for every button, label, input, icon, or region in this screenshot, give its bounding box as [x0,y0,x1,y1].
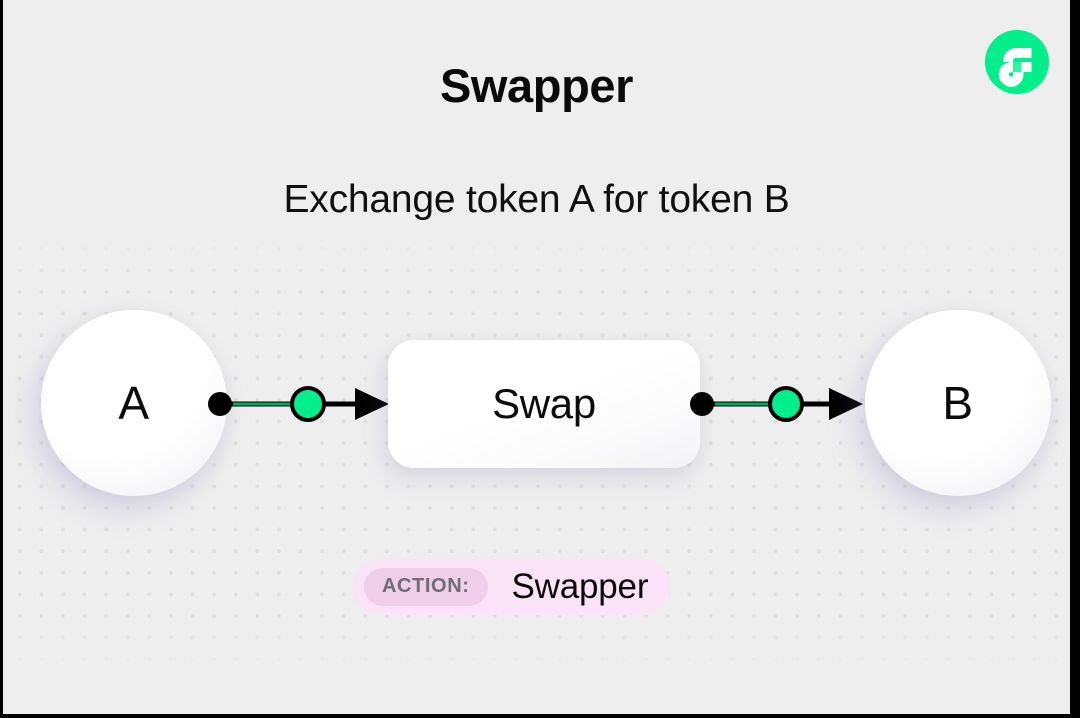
connector-source-dot [690,392,714,416]
node-token-b[interactable]: B [865,310,1051,496]
flow-blockchain-icon [998,48,1032,87]
flow-logo-badge [985,30,1049,94]
connector-swap-to-token-b [685,378,867,430]
connector-token-marker [768,386,804,422]
connector-arrowhead [829,388,863,420]
node-label: B [942,377,974,429]
connector-token-marker [290,386,326,422]
connector-source-dot [208,392,232,416]
node-token-a[interactable]: A [41,310,227,496]
action-badge-key-pill: ACTION: [364,567,488,606]
diagram-canvas: Swapper Exchange token A for token B A S… [3,0,1070,714]
connector-arrowhead [355,388,389,420]
node-label: Swap [492,380,596,427]
node-label: A [118,377,150,429]
page-subtitle: Exchange token A for token B [283,178,790,221]
connector-token-a-to-swap [203,378,393,430]
node-swap[interactable]: Swap [388,340,700,468]
action-badge-key: ACTION: [382,575,470,597]
action-badge: ACTION: Swapper [352,558,671,615]
action-badge-value: Swapper [511,566,649,606]
page-title: Swapper [439,59,634,112]
